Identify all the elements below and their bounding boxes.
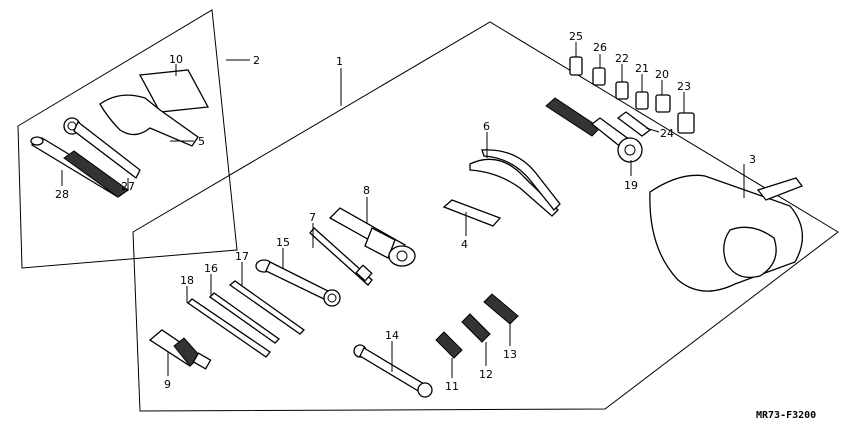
callout-28: 28 bbox=[55, 188, 69, 201]
part-20-socket bbox=[655, 94, 671, 113]
part-17-screwdriver-blade bbox=[228, 280, 306, 335]
part-25-socket bbox=[569, 56, 583, 76]
part-10-strip bbox=[138, 69, 210, 113]
callout-labels: 1 2 3 4 5 6 7 8 9 10 11 12 13 14 15 16 1… bbox=[55, 30, 756, 393]
callout-7: 7 bbox=[309, 211, 316, 224]
callout-3: 3 bbox=[749, 153, 756, 166]
callout-27: 27 bbox=[121, 180, 135, 193]
part-12-brush bbox=[461, 313, 491, 343]
callout-24: 24 bbox=[660, 127, 674, 140]
callout-11: 11 bbox=[445, 380, 459, 393]
callout-14: 14 bbox=[385, 329, 399, 342]
frame-group-1 bbox=[132, 21, 839, 412]
part-24-adapter bbox=[616, 111, 652, 137]
callout-9: 9 bbox=[164, 378, 171, 391]
callout-10: 10 bbox=[169, 53, 183, 66]
callout-6: 6 bbox=[483, 120, 490, 133]
part-21-socket bbox=[635, 91, 649, 110]
part-6-pliers bbox=[469, 149, 561, 217]
part-9-screwdriver-handle bbox=[148, 329, 212, 370]
frame-group-2 bbox=[17, 9, 238, 269]
part-23-socket bbox=[677, 112, 695, 134]
part-3-tool-bag bbox=[649, 174, 804, 292]
callout-25: 25 bbox=[569, 30, 583, 43]
part-13-brush bbox=[483, 293, 519, 325]
part-26-socket bbox=[592, 67, 606, 86]
callout-23: 23 bbox=[677, 80, 691, 93]
part-28-handle bbox=[30, 136, 130, 198]
part-4-feeler bbox=[442, 199, 502, 227]
callout-21: 21 bbox=[635, 62, 649, 75]
callout-5: 5 bbox=[198, 135, 205, 148]
part-8-socket-bar bbox=[328, 207, 416, 267]
callout-4: 4 bbox=[461, 238, 468, 251]
part-15-combo-wrench bbox=[255, 259, 341, 307]
callout-12: 12 bbox=[479, 368, 493, 381]
part-14-small-wrench bbox=[353, 344, 433, 398]
callout-15: 15 bbox=[276, 236, 290, 249]
callout-8: 8 bbox=[363, 184, 370, 197]
part-22-socket bbox=[615, 81, 629, 100]
callout-1: 1 bbox=[336, 55, 343, 68]
diagram-code: MR73-F3200 bbox=[756, 410, 816, 421]
part-11-brush bbox=[435, 331, 463, 359]
part-19-ratchet bbox=[545, 97, 643, 163]
leader-lines bbox=[61, 42, 745, 378]
callout-22: 22 bbox=[615, 52, 629, 65]
part-27-ring-wrench bbox=[63, 117, 141, 179]
part-5-hook-spanner bbox=[99, 94, 199, 147]
part-18-screwdriver-blade bbox=[186, 298, 271, 358]
callout-20: 20 bbox=[655, 68, 669, 81]
callout-26: 26 bbox=[593, 41, 607, 54]
callout-13: 13 bbox=[503, 348, 517, 361]
callout-19: 19 bbox=[624, 179, 638, 192]
part-16-screwdriver-blade bbox=[208, 292, 281, 344]
callout-18: 18 bbox=[180, 274, 194, 287]
callout-17: 17 bbox=[235, 250, 249, 263]
callout-16: 16 bbox=[204, 262, 218, 275]
callout-2: 2 bbox=[253, 54, 260, 67]
